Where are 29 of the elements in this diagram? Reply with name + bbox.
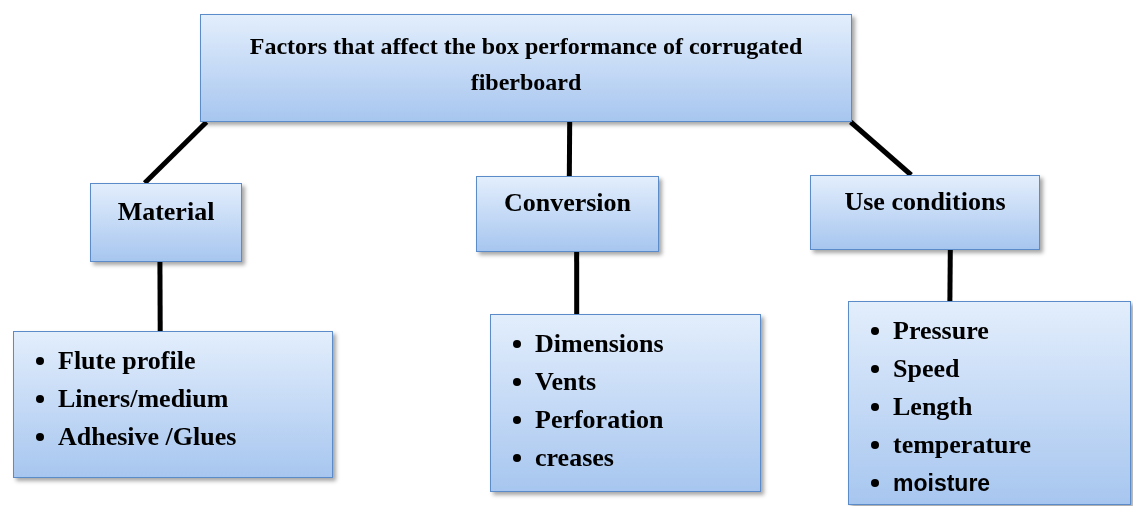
title-text: Factors that affect the box performance of corrugated fiberboard <box>248 32 804 97</box>
category-box <box>476 176 659 252</box>
category-box <box>810 175 1040 250</box>
connector-line <box>566 122 573 176</box>
list-box <box>490 314 761 492</box>
list-item: Length <box>893 391 973 423</box>
connector-line <box>947 250 953 301</box>
list-item: moisture <box>893 469 991 498</box>
category-box <box>90 183 242 262</box>
list-item: Liners/medium <box>58 383 229 415</box>
list-item: Flute profile <box>58 345 196 377</box>
list-item: temperature <box>893 429 1032 461</box>
connector-line <box>142 120 209 185</box>
list-item: Dimensions <box>535 328 664 360</box>
list-box <box>13 331 333 478</box>
list-item: Adhesive /Glues <box>58 421 237 453</box>
title-box <box>200 14 852 122</box>
category-label: Conversion <box>503 188 632 218</box>
category-label: Use conditions <box>844 186 1006 217</box>
list-item: Speed <box>893 353 960 385</box>
list-item: Pressure <box>893 315 989 347</box>
connector-line <box>574 252 580 314</box>
connector-line <box>849 120 913 177</box>
connector-line <box>157 262 163 331</box>
category-label: Material <box>117 196 215 227</box>
list-box <box>848 301 1131 505</box>
list-item: Perforation <box>535 404 664 436</box>
list-item: creases <box>535 442 614 474</box>
list-item: Vents <box>535 366 597 398</box>
